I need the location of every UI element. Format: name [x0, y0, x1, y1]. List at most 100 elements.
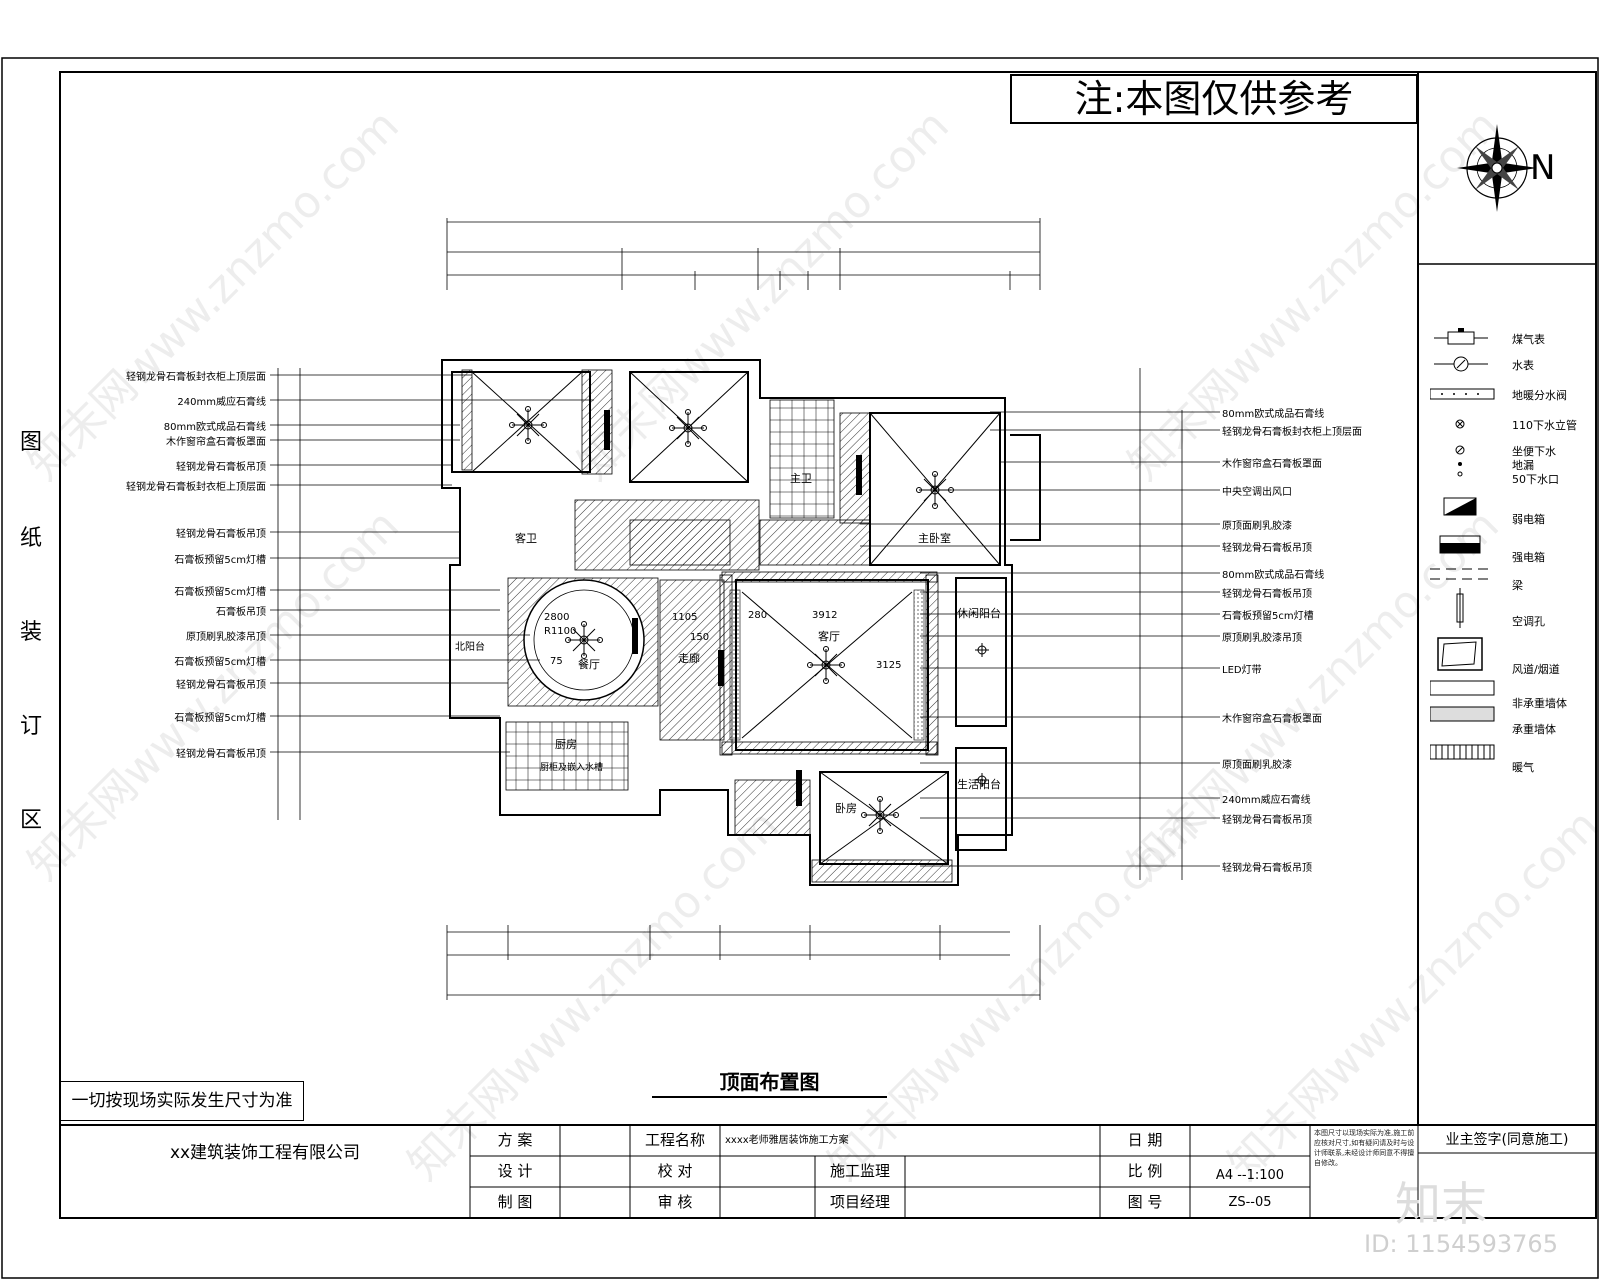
- annotation-label: 240mm威应石膏线: [1222, 795, 1311, 806]
- annotation-label: 轻钢龙骨石膏板封衣柜上顶层面: [126, 482, 266, 493]
- radiator-icon: [1430, 744, 1495, 760]
- reference-note: 注:本图仅供参考: [1010, 74, 1418, 124]
- room-label-living: 客厅: [818, 630, 840, 643]
- annotation-label: 木作窗帘盒石膏板罩面: [1222, 714, 1322, 725]
- right-leader-lines: [860, 411, 1220, 867]
- dimension-label: 3125: [876, 660, 902, 671]
- annotation-label: 轻钢龙骨石膏板吊顶: [1222, 589, 1312, 600]
- title-block-notice: 本图尺寸以现场实际为准,施工前应核对尺寸,如有疑问请及时与设计师联系,未经设计师…: [1314, 1129, 1415, 1167]
- annotation-label: 木作窗帘盒石膏板罩面: [1222, 459, 1322, 470]
- manager-label: 项目经理: [829, 1193, 890, 1211]
- room-label-dining: 餐厅: [578, 658, 600, 671]
- legend-label: 强电箱: [1512, 551, 1545, 564]
- annotation-label: 轻钢龙骨石膏板吊顶: [1222, 863, 1312, 874]
- ac-hole-icon: [1456, 588, 1464, 628]
- scale-value: A4 --1:100: [1215, 1168, 1285, 1183]
- project-name-label: 工程名称: [644, 1131, 705, 1149]
- legend-label: 地漏: [1512, 459, 1534, 472]
- lighting-trough: [729, 589, 925, 741]
- annotation-label: 石膏板预留5cm灯槽: [174, 657, 266, 668]
- dimension-label: 150: [690, 632, 710, 643]
- legend-label: 非承重墙体: [1512, 697, 1567, 710]
- site-note: 一切按现场实际发生尺寸为准: [60, 1081, 304, 1121]
- room-label-hall: 走廊: [678, 652, 700, 665]
- annotation-label: 石膏板预留5cm灯槽: [1222, 611, 1314, 622]
- weak-current-box-icon: [1443, 497, 1477, 516]
- company-name: xx建筑装饰工程有限公司: [169, 1143, 361, 1163]
- gas-meter-icon: [1434, 328, 1488, 345]
- flue-icon: [1437, 637, 1483, 671]
- drawing-no-label: 图 号: [1127, 1193, 1163, 1211]
- project-name: xxxx老师雅居装饰施工方案: [725, 1135, 849, 1146]
- binding-char: 装: [19, 620, 42, 645]
- annotation-label: 80mm欧式成品石膏线: [1222, 570, 1325, 581]
- legend-label: 坐便下水: [1512, 445, 1556, 458]
- strong-current-box-icon: [1439, 535, 1481, 554]
- dimension-label: 2800: [544, 612, 570, 623]
- annotation-label: 80mm欧式成品石膏线: [1222, 409, 1325, 420]
- legend-label: 梁: [1512, 579, 1523, 592]
- annotation-label: 石膏板预留5cm灯槽: [174, 587, 266, 598]
- curtain-boxes: [604, 410, 862, 806]
- legend-label: 暖气: [1512, 761, 1534, 774]
- image-id-text: ID: 1154593765: [1364, 1230, 1558, 1258]
- room-label-kitchen-note: 厨柜及嵌入水槽: [540, 763, 604, 773]
- drain-50-icon: [1457, 471, 1463, 477]
- room-label-kitchen: 厨房: [555, 738, 577, 751]
- binding-char: 区: [19, 808, 42, 833]
- dimension-label: 280: [748, 610, 768, 621]
- design-label: 设 计: [497, 1162, 533, 1180]
- annotation-label: 轻钢龙骨石膏板吊顶: [176, 749, 266, 760]
- annotation-label: 原顶刷乳胶漆吊顶: [1222, 633, 1302, 644]
- date-label: 日 期: [1127, 1131, 1163, 1149]
- left-dimensions: [277, 368, 301, 820]
- bearing-wall-icon: [1430, 706, 1495, 722]
- draw-label: 制 图: [497, 1193, 533, 1211]
- scheme-label: 方 案: [497, 1131, 533, 1149]
- north-arrow-icon: [1457, 124, 1537, 212]
- dimension-label: 3912: [812, 610, 838, 621]
- plan-title: 顶面布置图: [719, 1070, 820, 1094]
- brand-logo-text: 知末: [1395, 1177, 1487, 1231]
- annotation-label: 原顶面刷乳胶漆: [1222, 760, 1292, 771]
- binding-char: 纸: [19, 526, 42, 551]
- room-label-master-bed: 主卧室: [918, 532, 951, 545]
- annotation-label: 中央空调出风口: [1222, 487, 1292, 498]
- dimension-label: 1105: [672, 612, 698, 623]
- annotation-label: 石膏板预留5cm灯槽: [174, 713, 266, 724]
- legend-label: 空调孔: [1512, 615, 1545, 628]
- drawing-no-value: ZS--05: [1228, 1195, 1272, 1210]
- scale-label: 比 例: [1127, 1162, 1163, 1180]
- floor-heating-manifold-icon: [1430, 388, 1495, 400]
- annotation-label: LED灯带: [1222, 665, 1262, 676]
- supervise-label: 施工监理: [829, 1162, 890, 1180]
- owner-sign-label: 业主签字(同意施工): [1445, 1132, 1569, 1148]
- plan-title-underline: [652, 1096, 887, 1098]
- toilet-drain-icon: [1455, 445, 1465, 455]
- room-label-leisure-balcony: 休闲阳台: [957, 607, 1001, 620]
- bottom-dimensions: [446, 925, 1041, 1000]
- room-label-balcony: 生活阳台: [957, 778, 1001, 791]
- legend-label: 承重墙体: [1512, 723, 1556, 736]
- annotation-label: 轻钢龙骨石膏板吊顶: [1222, 543, 1312, 554]
- annotation-label: 原顶刷乳胶漆吊顶: [186, 632, 266, 643]
- drain-pipe-110-icon: [1455, 419, 1465, 429]
- dimension-label: 75: [550, 656, 563, 667]
- room-label-bath: 主卫: [790, 472, 812, 485]
- legend-label: 水表: [1512, 359, 1534, 372]
- annotation-label: 轻钢龙骨石膏板吊顶: [176, 680, 266, 691]
- right-dimensions: [1139, 368, 1183, 880]
- non-bearing-wall-icon: [1430, 680, 1495, 696]
- binding-char: 订: [19, 714, 42, 739]
- left-leader-lines: [270, 374, 594, 753]
- room-label-bedroom: 卧房: [835, 802, 857, 815]
- annotation-label: 石膏板预留5cm灯槽: [174, 555, 266, 566]
- annotation-label: 轻钢龙骨石膏板封衣柜上顶层面: [126, 372, 266, 383]
- dimension-label: R1100: [544, 626, 577, 637]
- floor-drain-icon: [1458, 462, 1462, 466]
- room-label-guest-bath: 客卫: [515, 532, 537, 545]
- annotation-label: 轻钢龙骨石膏板吊顶: [176, 462, 266, 473]
- binding-char: 图: [19, 430, 42, 455]
